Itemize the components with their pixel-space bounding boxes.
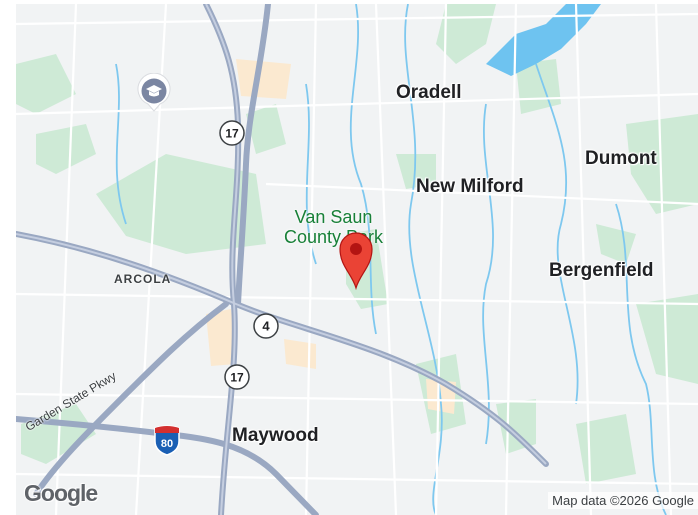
interstate-80-label: 80: [161, 438, 173, 450]
route-17-label: 17: [225, 127, 239, 141]
school-icon[interactable]: [135, 72, 173, 118]
map-canvas[interactable]: Oradell Dumont New Milford Bergenfield M…: [16, 4, 698, 515]
map-attribution[interactable]: Map data ©2026 Google: [548, 492, 698, 509]
map-pin-icon[interactable]: [337, 228, 375, 295]
place-label-bergenfield: Bergenfield: [549, 260, 654, 281]
interstate-80-shield: 80: [152, 424, 182, 461]
place-label-new-milford: New Milford: [416, 176, 524, 197]
place-label-maywood: Maywood: [232, 425, 319, 446]
route-4-shield: 4: [252, 312, 280, 345]
map-base-layer: [16, 4, 698, 515]
place-label-arcola: ARCOLA: [114, 272, 172, 286]
google-logo: Google: [24, 480, 98, 506]
place-label-dumont: Dumont: [585, 148, 657, 169]
route-17-shield: 17: [218, 119, 246, 152]
route-4-label: 4: [262, 319, 270, 334]
route-17-shield-south: 17: [223, 363, 251, 396]
park-label-line1: Van Saun: [294, 207, 373, 227]
place-label-oradell: Oradell: [396, 82, 462, 103]
route-17-south-label: 17: [230, 371, 244, 385]
